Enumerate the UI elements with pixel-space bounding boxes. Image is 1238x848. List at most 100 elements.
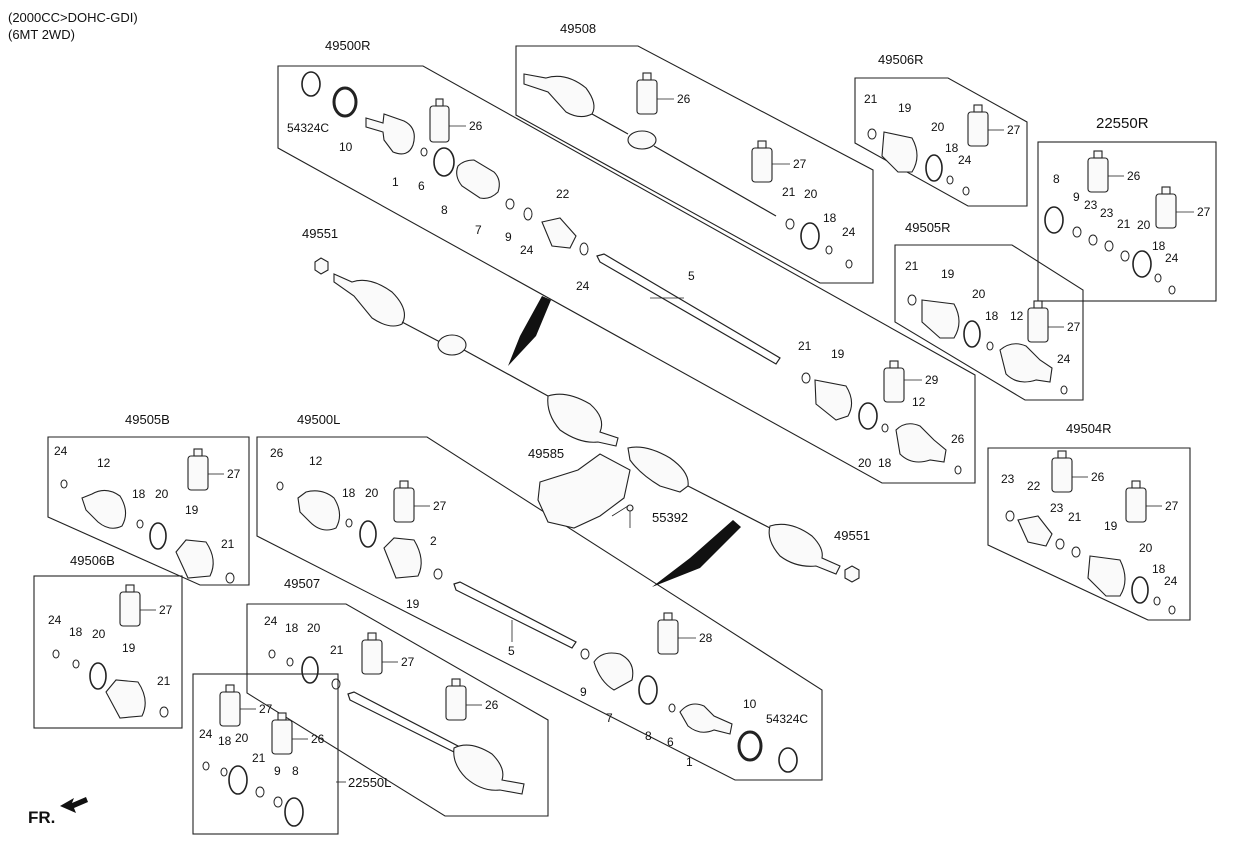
part-ring-20-22550R	[1132, 250, 1152, 278]
part-grease-27-49508	[751, 147, 773, 183]
label-49504R-18: 18	[1152, 562, 1166, 576]
part-left-shaft	[687, 485, 771, 529]
label-r-1: 1	[392, 175, 399, 189]
part-clamp-21-49505R	[907, 294, 917, 306]
part-clamp-21-49507	[331, 678, 341, 690]
part-boot-7-49500L	[593, 652, 634, 691]
label-49506R-24: 24	[958, 153, 972, 167]
label-49505R-24: 24	[1057, 352, 1071, 366]
label-22550R-26: 26	[1127, 169, 1141, 183]
part-outer-joint-front	[333, 273, 405, 327]
part-clamp-21-22550R	[1120, 250, 1130, 262]
label-49505B-19: 19	[185, 503, 199, 517]
part-ring-20-49504R	[1131, 576, 1149, 604]
part-grease-cap-27-49506B	[125, 584, 135, 593]
part-shaft-49508-a	[591, 113, 629, 135]
label-22550R-20: 20	[1137, 218, 1151, 232]
label-22550R-23a: 23	[1084, 198, 1098, 212]
part-grease-28-49500L	[657, 619, 679, 655]
transmission-spec: (6MT 2WD)	[8, 27, 75, 42]
label-22550R-9: 9	[1073, 190, 1080, 204]
part-ring-8-49500L	[638, 675, 658, 705]
part-grease-26-49504R	[1051, 457, 1073, 493]
label-r-54324C: 54324C	[287, 121, 329, 135]
label-49505R-27: 27	[1067, 320, 1081, 334]
part-ring-8-r	[433, 147, 455, 177]
part-clip-24-49506B	[52, 649, 60, 659]
label-49500R: 49500R	[325, 38, 371, 53]
part-grease-cap-27-49506R	[973, 104, 983, 113]
part-grease-cap-27-22550R	[1161, 186, 1171, 195]
part-tone-ring-10-r	[332, 86, 358, 118]
part-boot-7-r	[456, 159, 500, 199]
label-49506B: 49506B	[70, 553, 115, 568]
part-grease-cap-27-49500L	[399, 480, 409, 489]
label-49500L-8: 8	[645, 729, 652, 743]
label-49505B: 49505B	[125, 412, 170, 427]
part-boot-19-49505R	[921, 299, 960, 339]
part-joint-12-r	[895, 423, 947, 463]
label-49504R-22: 22	[1027, 479, 1041, 493]
label-49504R-27: 27	[1165, 499, 1179, 513]
label-49508-24: 24	[842, 225, 856, 239]
label-49507-20: 20	[307, 621, 321, 635]
label-r-24b: 24	[576, 279, 590, 293]
label-nut-49551-bottom: 49551	[834, 528, 870, 543]
part-clip-24-49508	[845, 259, 853, 269]
part-clamp-23b-22550R	[1104, 240, 1114, 252]
label-nut-49551-top: 49551	[302, 226, 338, 241]
label-49500L-5: 5	[508, 644, 515, 658]
label-r-7: 7	[475, 223, 482, 237]
label-49506R-19: 19	[898, 101, 912, 115]
label-49505B-27: 27	[227, 467, 241, 481]
part-clip-24-22550L	[202, 761, 210, 771]
label-49504R-23b: 23	[1050, 501, 1064, 515]
label-22550L: 22550L	[348, 775, 391, 790]
part-clip-18-49506R	[946, 175, 954, 185]
label-49500L-27: 27	[433, 499, 447, 513]
part-grease-cap-28-49500L	[663, 612, 673, 621]
label-22550R-18: 18	[1152, 239, 1166, 253]
label-r-10: 10	[339, 140, 353, 154]
part-grease-26-49508	[636, 79, 658, 115]
nut-49551-bottom	[844, 565, 860, 583]
label-r-9: 9	[505, 230, 512, 244]
part-ring-20-49506B	[89, 662, 107, 690]
label-49504R: 49504R	[1066, 421, 1112, 436]
nut-49551-top	[314, 257, 329, 275]
part-clip-18-49505B	[136, 519, 144, 529]
part-clip-18-r	[881, 423, 889, 433]
part-boot-19-49504R	[1087, 555, 1126, 597]
frame-49500L	[256, 436, 823, 781]
part-clamp-21-49505B	[225, 572, 235, 584]
part-clip-18-49500L	[345, 518, 353, 528]
part-clamp-23b-49504R	[1055, 538, 1065, 550]
part-grease-cap-26-49507	[451, 678, 461, 687]
part-bolt-head-55392	[626, 504, 634, 512]
label-49500L-12: 12	[309, 454, 323, 468]
engine-spec: (2000CC>DOHC-GDI)	[8, 10, 138, 25]
part-seal-54324C-r	[301, 71, 321, 97]
label-49507-27: 27	[401, 655, 415, 669]
part-ring-20-r	[858, 402, 878, 430]
part-clamp-9-22550L	[273, 796, 283, 808]
part-shaft-49508-b	[653, 145, 777, 217]
label-49505R-20: 20	[972, 287, 986, 301]
part-boot-19-r	[814, 379, 853, 421]
label-49507-18: 18	[285, 621, 299, 635]
part-shaft-5-49500L	[453, 581, 577, 649]
part-clamp-21-49508	[785, 218, 795, 230]
part-ring-20-49505R	[963, 320, 981, 348]
part-damper-22-r	[541, 217, 577, 249]
label-49508-27: 27	[793, 157, 807, 171]
label-22550R-23b: 23	[1100, 206, 1114, 220]
part-clip-18-49505R	[986, 341, 994, 351]
label-r-19: 19	[831, 347, 845, 361]
label-49506B-27: 27	[159, 603, 173, 617]
label-22550L-18: 18	[218, 734, 232, 748]
frame-49504R	[987, 447, 1191, 621]
label-49504R-20: 20	[1139, 541, 1153, 555]
part-clip-24-r2	[579, 242, 589, 256]
label-49500L-6: 6	[667, 735, 674, 749]
label-49505B-24: 24	[54, 444, 68, 458]
